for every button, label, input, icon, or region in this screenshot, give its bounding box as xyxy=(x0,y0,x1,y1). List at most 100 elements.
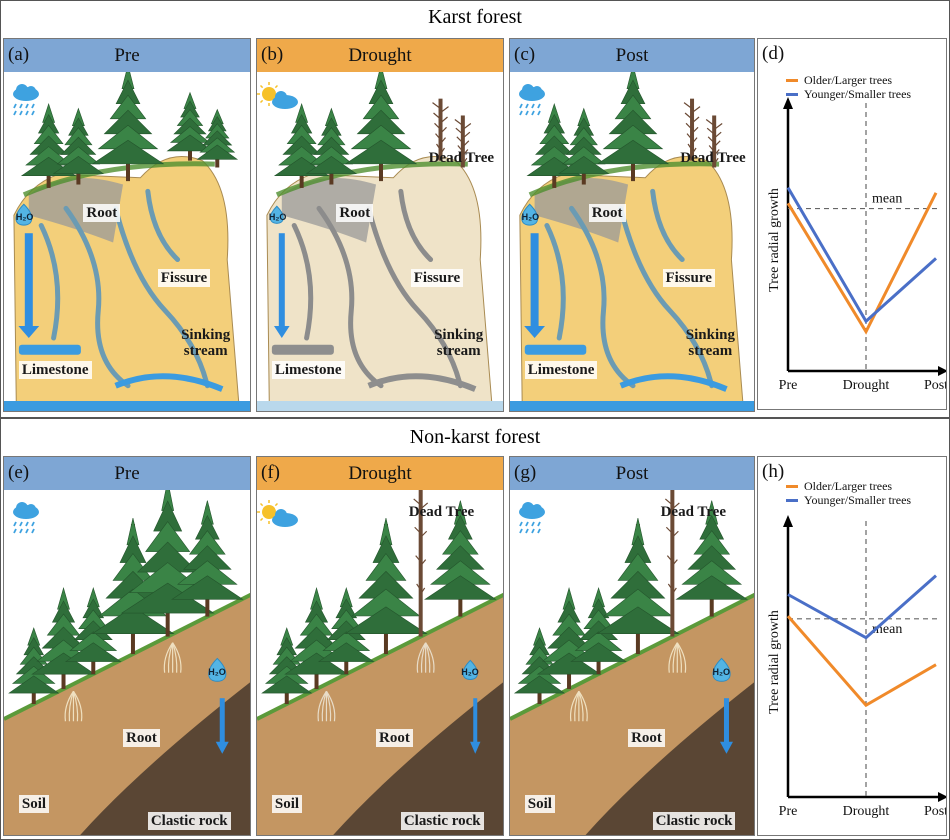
water-drop-label: H₂O xyxy=(712,667,731,678)
fissure-channel xyxy=(398,188,434,263)
label-soil: Soil xyxy=(18,794,50,813)
label-root: Root xyxy=(628,728,665,747)
water-drop-icon xyxy=(712,657,731,682)
legend-label: Older/Larger trees xyxy=(804,478,893,493)
conifer-tree xyxy=(52,107,105,185)
sun-cloud-icon xyxy=(257,500,298,527)
panel-title: Post xyxy=(510,457,754,490)
chart-panel-h: (h) Older/Larger trees Younger/Smaller t… xyxy=(757,456,947,836)
scene-illustration xyxy=(510,490,754,835)
scene-illustration xyxy=(257,490,503,835)
fissure-channel xyxy=(569,205,636,389)
label-soil: Soil xyxy=(271,794,303,813)
panel-tag: (f) xyxy=(261,462,280,483)
label-root: Root xyxy=(336,204,374,223)
dead-tree xyxy=(413,490,429,637)
water-drop-label: H₂O xyxy=(268,212,287,223)
conifer-tree xyxy=(120,490,215,637)
water-drop-icon xyxy=(208,657,227,682)
conifer-tree xyxy=(31,586,96,690)
fissure-channel xyxy=(145,188,181,263)
fissure-channel xyxy=(544,222,566,341)
nonkarst-section-title: Non-karst forest xyxy=(409,426,541,448)
clastic-rock-layer xyxy=(80,682,250,835)
panel-tag: (e) xyxy=(8,462,30,483)
x-tick-label: Drought xyxy=(843,378,890,393)
water-drop-icon xyxy=(521,203,539,226)
water-flow-arrow xyxy=(524,233,545,338)
rain-cloud-icon xyxy=(13,84,39,116)
clastic-rock-layer xyxy=(333,682,503,835)
label-dead-tree: Dead Tree xyxy=(408,504,475,521)
conifer-tree xyxy=(171,500,244,617)
dead-tree xyxy=(454,115,472,168)
panel-tag: (b) xyxy=(261,44,284,65)
fissure-channel xyxy=(63,205,131,389)
label-clastic-rock: Clastic rock xyxy=(147,812,231,831)
water-drop-label: H₂O xyxy=(461,667,479,678)
x-tick-label: Drought xyxy=(843,804,890,819)
fissure-channel xyxy=(316,205,384,389)
chart-legend: Older/Larger trees Younger/Smaller trees xyxy=(786,73,911,101)
conifer-tree xyxy=(166,91,214,161)
conifer-tree xyxy=(196,108,239,168)
legend-item-younger: Younger/Smaller trees xyxy=(786,87,911,101)
x-axis-arrow xyxy=(938,366,946,376)
karst-section-title: Karst forest xyxy=(428,6,522,28)
clastic-rock-layer xyxy=(585,682,754,835)
x-axis-arrow xyxy=(938,792,946,802)
x-tick-label: Pre xyxy=(779,804,798,819)
legend-item-younger: Younger/Smaller trees xyxy=(786,493,911,507)
dead-tree xyxy=(683,98,701,161)
y-axis-label: Tree radial growth xyxy=(767,610,782,714)
label-sinking-stream: Sinking stream xyxy=(181,326,231,359)
conifer-tree xyxy=(570,587,627,675)
panel-tag: (c) xyxy=(514,44,536,65)
water-drop-icon xyxy=(15,203,33,226)
panel-tag: (g) xyxy=(514,462,537,483)
series-line-younger xyxy=(787,574,937,640)
label-sinking-stream: Sinking stream xyxy=(685,326,735,359)
x-tick-label: Post xyxy=(924,378,947,393)
water-drop-label: H₂O xyxy=(15,212,34,223)
series-line-older xyxy=(786,615,937,708)
water-drop-icon xyxy=(269,205,284,224)
water-drop-label: H₂O xyxy=(521,212,540,223)
legend-label: Younger/Smaller trees xyxy=(804,492,912,507)
label-dead-tree: Dead Tree xyxy=(680,150,746,167)
fissure-channel xyxy=(618,205,715,389)
label-root: Root xyxy=(123,728,160,747)
dead-tree xyxy=(664,490,680,637)
label-clastic-rock: Clastic rock xyxy=(400,812,484,831)
x-tick-label: Pre xyxy=(779,378,798,393)
conifer-tree xyxy=(344,517,428,655)
fissure-channel xyxy=(38,222,61,341)
panel-title: Pre xyxy=(4,457,250,490)
dead-tree xyxy=(705,115,723,168)
label-root: Root xyxy=(83,204,121,223)
legend-item-older: Older/Larger trees xyxy=(786,479,911,493)
label-fissure: Fissure xyxy=(410,268,464,287)
conifer-tree xyxy=(675,500,749,617)
panel-tag: (a) xyxy=(8,44,30,65)
groundwater xyxy=(510,401,754,411)
rain-cloud-icon xyxy=(519,84,545,116)
conifer-tree xyxy=(344,72,418,182)
label-fissure: Fissure xyxy=(662,268,715,287)
water-flow-arrow xyxy=(719,698,733,754)
panel-title: Pre xyxy=(4,39,250,72)
label-soil: Soil xyxy=(524,794,555,813)
legend-item-older: Older/Larger trees xyxy=(786,73,911,87)
fissure-channel xyxy=(291,222,314,341)
conifer-tree xyxy=(317,587,375,675)
mean-label: mean xyxy=(872,192,902,207)
water-flow-arrow xyxy=(215,698,229,754)
label-clastic-rock: Clastic rock xyxy=(652,812,736,831)
panel-title: Drought xyxy=(257,457,503,490)
